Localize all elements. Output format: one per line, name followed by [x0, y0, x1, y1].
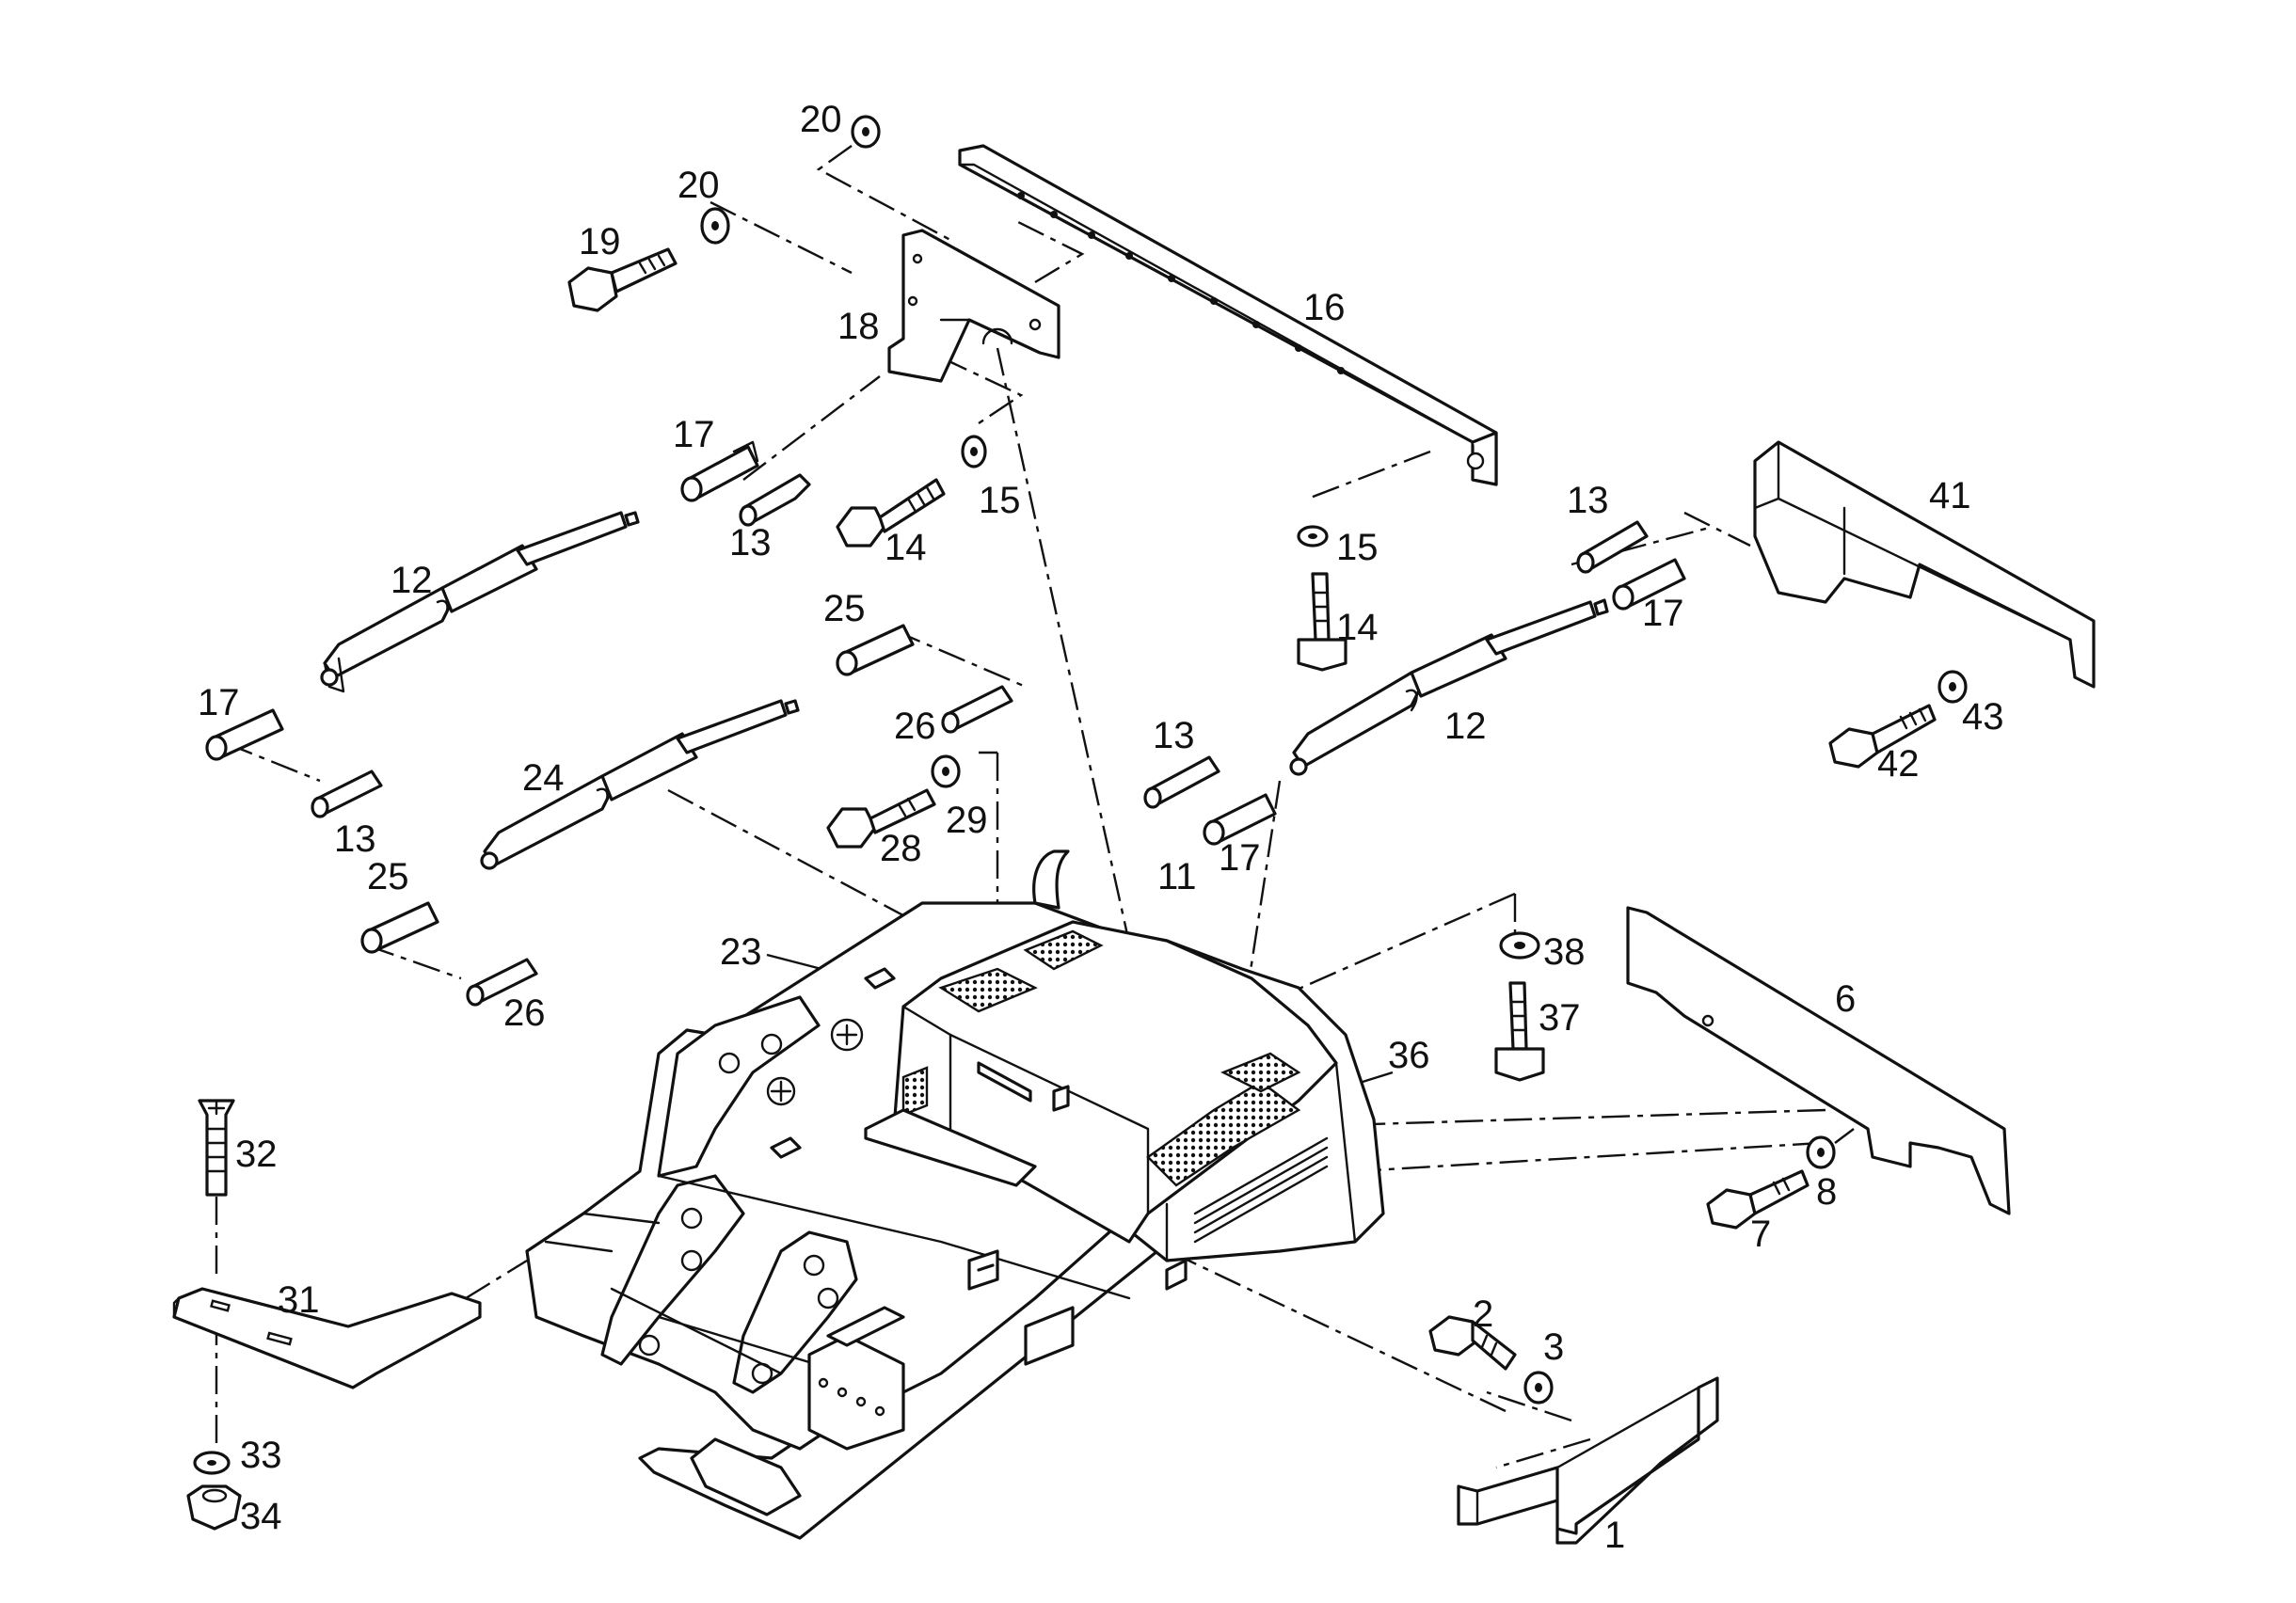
callout-25-b: 25 [367, 856, 409, 897]
callout-20-top: 20 [800, 99, 842, 140]
callout-14-upper: 14 [885, 527, 927, 568]
callout-13-a: 13 [729, 522, 772, 563]
part-13-clip-b [311, 770, 383, 818]
callout-33: 33 [240, 1435, 282, 1476]
machine-body [525, 849, 1385, 1540]
part-20-washer [700, 207, 730, 245]
callout-15-upper: 15 [979, 480, 1021, 521]
callout-26-a: 26 [894, 706, 936, 747]
part-17-clevis-d [1612, 558, 1686, 611]
part-7-bolt [1706, 1169, 1810, 1230]
part-14-bolt-upper [836, 478, 946, 548]
part-20-washer-top [851, 115, 881, 149]
callout-29: 29 [946, 800, 988, 841]
callout-36: 36 [1388, 1035, 1430, 1076]
part-13-clip-c [1143, 755, 1220, 809]
callout-17-d: 17 [1642, 593, 1684, 634]
callout-13-c: 13 [1153, 715, 1195, 756]
callout-38: 38 [1543, 931, 1586, 973]
callout-12-right: 12 [1444, 706, 1487, 747]
part-12-spring-right [1289, 598, 1609, 776]
callout-41: 41 [1929, 475, 1971, 516]
part-28-bolt [826, 788, 936, 849]
part-38-washer [1499, 931, 1540, 960]
part-24-spring [480, 699, 800, 870]
callout-20: 20 [678, 165, 720, 206]
callout-8: 8 [1816, 1171, 1837, 1213]
callout-14-right: 14 [1336, 607, 1379, 648]
part-32-screw [198, 1099, 235, 1197]
callout-labels: 1 2 3 6 7 8 11 12 12 13 13 13 13 14 14 1… [198, 99, 2004, 1556]
part-41-cover [1753, 440, 2096, 689]
callout-25-a: 25 [823, 588, 866, 629]
callout-28: 28 [880, 828, 922, 869]
callout-18: 18 [837, 306, 880, 347]
part-17-clevis-b [205, 708, 284, 761]
callout-19: 19 [579, 221, 621, 262]
part-14-bolt-right [1297, 572, 1347, 672]
callout-43: 43 [1962, 696, 2004, 738]
callout-37: 37 [1539, 997, 1581, 1039]
part-17-clevis-c [1203, 793, 1277, 846]
part-26-clip-b [466, 958, 538, 1007]
part-2-bolt [1428, 1315, 1517, 1371]
callout-26-b: 26 [503, 992, 546, 1034]
part-29-washer [931, 754, 961, 788]
callout-13-d: 13 [1567, 480, 1609, 521]
part-15-washer-upper [961, 435, 987, 468]
callout-6: 6 [1835, 978, 1856, 1020]
callout-12-left: 12 [391, 560, 433, 601]
callout-24: 24 [522, 757, 565, 799]
part-33-washer [193, 1451, 231, 1475]
part-3-washer [1523, 1371, 1554, 1405]
callout-17-c: 17 [1219, 837, 1261, 879]
callout-11: 11 [1157, 856, 1197, 897]
part-13-clip-d [1576, 520, 1649, 574]
callout-15-right: 15 [1336, 527, 1379, 568]
part-25-clevis-a [836, 624, 915, 676]
part-19-bolt [567, 247, 678, 312]
part-26-clip-a [941, 685, 1013, 734]
callout-3: 3 [1543, 1326, 1564, 1368]
callout-2: 2 [1473, 1294, 1493, 1335]
part-12-spring-left [320, 511, 640, 693]
part-18-bracket [887, 229, 1060, 383]
callout-17-b: 17 [198, 682, 240, 723]
callout-1: 1 [1604, 1515, 1625, 1556]
part-31-plate [172, 1287, 482, 1389]
callout-16: 16 [1303, 287, 1346, 328]
part-37-bolt [1494, 981, 1545, 1082]
part-25-clevis-b [360, 901, 439, 954]
callout-32: 32 [235, 1134, 278, 1175]
callout-31: 31 [278, 1279, 320, 1321]
part-17-clevis-a [680, 440, 759, 502]
part-16-rail [958, 144, 1498, 486]
callout-23: 23 [720, 931, 762, 973]
part-1-bracket [1457, 1376, 1719, 1545]
part-13-clip-a [739, 473, 811, 527]
callout-17-a: 17 [673, 414, 715, 455]
part-42-bolt [1828, 704, 1937, 769]
part-6-panel [1626, 906, 2011, 1215]
callout-13-b: 13 [334, 818, 376, 860]
part-15-washer-right [1297, 525, 1329, 548]
part-34-nut [186, 1484, 242, 1531]
callout-34: 34 [240, 1496, 282, 1537]
part-8-washer [1806, 1135, 1836, 1169]
part-43-washer [1937, 670, 1968, 704]
callout-42: 42 [1877, 743, 1920, 785]
callout-7: 7 [1750, 1214, 1771, 1255]
